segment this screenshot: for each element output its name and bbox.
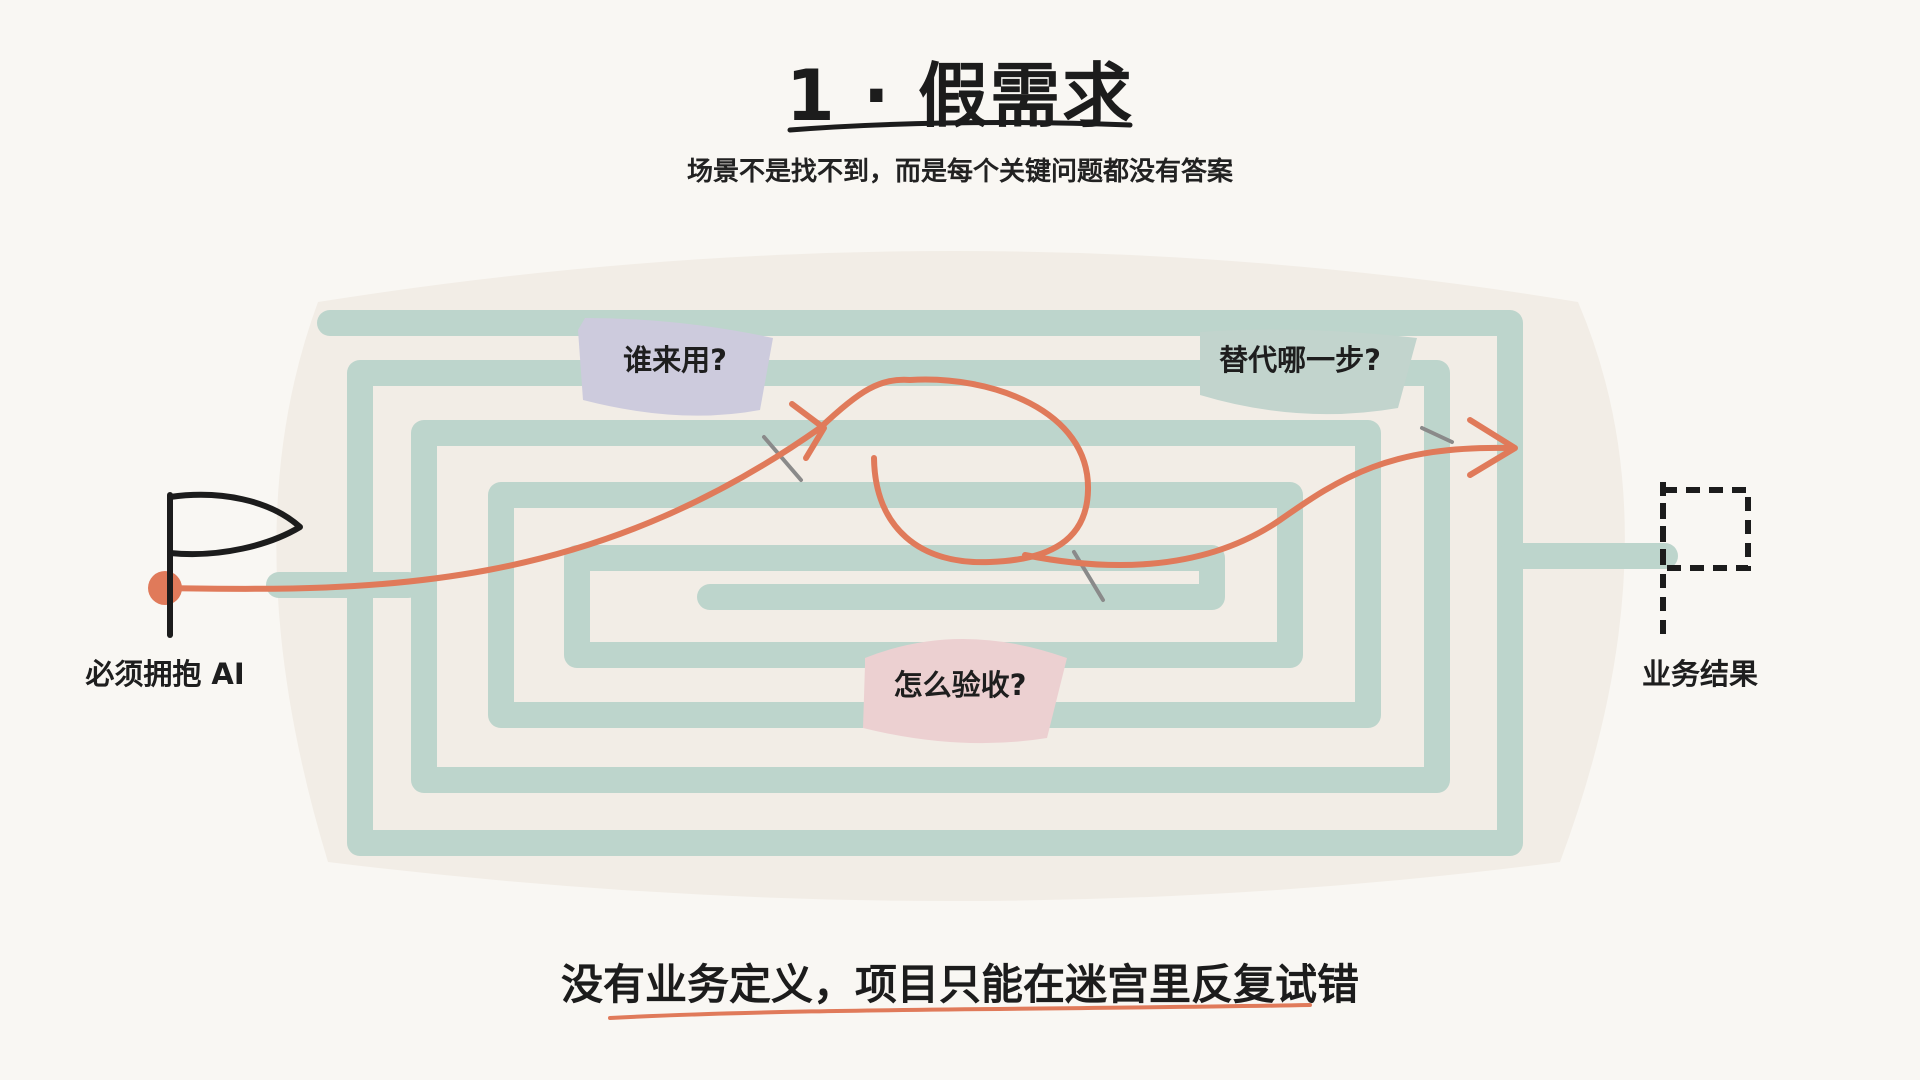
dashed-flag-icon [1660, 482, 1751, 640]
solid-flag-icon [167, 491, 303, 638]
question-who: 谁来用? [623, 343, 727, 377]
page-title: 1 · 假需求 [785, 55, 1135, 137]
question-which-step: 替代哪一步? [1219, 343, 1381, 377]
end-label: 业务结果 [1641, 657, 1758, 691]
question-blob-accept [863, 639, 1067, 744]
page-subtitle: 场景不是找不到，而是每个关键问题都没有答案 [686, 157, 1233, 187]
question-accept: 怎么验收? [893, 668, 1027, 702]
question-blob-which-step [1200, 329, 1417, 415]
maze-background [276, 251, 1625, 901]
gate-ticks [762, 426, 1454, 602]
footer-caption: 没有业务定义，项目只能在迷宫里反复试错 [560, 960, 1359, 1009]
title-underline [787, 120, 1133, 133]
trial-path [162, 376, 1518, 592]
start-dot [148, 571, 182, 605]
footer-underline [608, 1003, 1312, 1020]
question-blob-who [578, 318, 773, 416]
start-label: 必须拥抱 AI [85, 657, 245, 691]
